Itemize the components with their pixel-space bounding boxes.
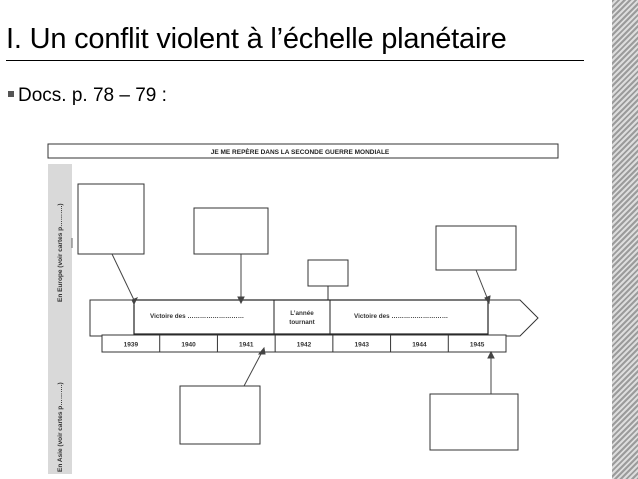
arrow-europe-1 (111, 253, 135, 301)
year-cells: 1939 1940 1941 1942 1943 1944 1945 (124, 335, 485, 352)
bullet-text: Docs. p. 78 – 79 : (18, 85, 167, 106)
victory-right-text: Victoire des ……………………… (354, 313, 448, 320)
year-label: 1941 (239, 342, 254, 349)
worksheet-header-box (47, 143, 559, 159)
arrowhead-asia-2 (487, 350, 495, 359)
decorative-side-pattern (612, 0, 638, 479)
answer-box-europe-3 (435, 225, 517, 271)
answer-box-asia-2 (429, 393, 519, 451)
answer-box-europe-2 (193, 207, 269, 255)
year-label: 1943 (354, 342, 369, 349)
answer-box-turning (307, 259, 349, 287)
bullet-item: Docs. p. 78 – 79 : (8, 84, 167, 108)
year-label: 1939 (124, 342, 139, 349)
square-bullet-icon (8, 90, 14, 97)
worksheet-image: JE ME REPÈRE DANS LA SECONDE GUERRE MOND… (44, 142, 564, 476)
worksheet-header: JE ME REPÈRE DANS LA SECONDE GUERRE MOND… (211, 147, 390, 156)
year-label: 1940 (181, 342, 196, 349)
arrowhead-asia-1 (257, 346, 266, 355)
arrows (111, 253, 495, 394)
side-label-europe: En Europe (voir cartes p……….) (57, 203, 64, 302)
year-strip (101, 334, 507, 353)
worksheet-diagram: JE ME REPÈRE DANS LA SECONDE GUERRE MOND… (47, 143, 559, 474)
arrowhead-europe-1 (131, 297, 139, 306)
arrow-asia-1 (243, 351, 263, 387)
arrow-europe-3 (475, 269, 489, 301)
side-band (48, 164, 72, 474)
arrowhead-europe-2 (237, 296, 245, 305)
turning-line-1: L’année (290, 310, 314, 317)
slide-title: I. Un conflit violent à l’échelle planét… (6, 23, 507, 55)
timeline-inner-box (133, 299, 489, 335)
answer-box-asia-1 (179, 385, 261, 445)
arrowhead-europe-3 (484, 295, 491, 305)
title-underline (6, 60, 584, 61)
year-label: 1945 (470, 342, 485, 349)
year-label: 1944 (412, 342, 427, 349)
answer-box-europe-1 (77, 183, 145, 255)
turning-line-2: tournant (289, 319, 315, 326)
side-label-asia: En Asie (voir cartes p……….) (57, 382, 64, 472)
year-label: 1942 (297, 342, 312, 349)
victory-left-text: Victoire des ……………………… (150, 313, 244, 320)
